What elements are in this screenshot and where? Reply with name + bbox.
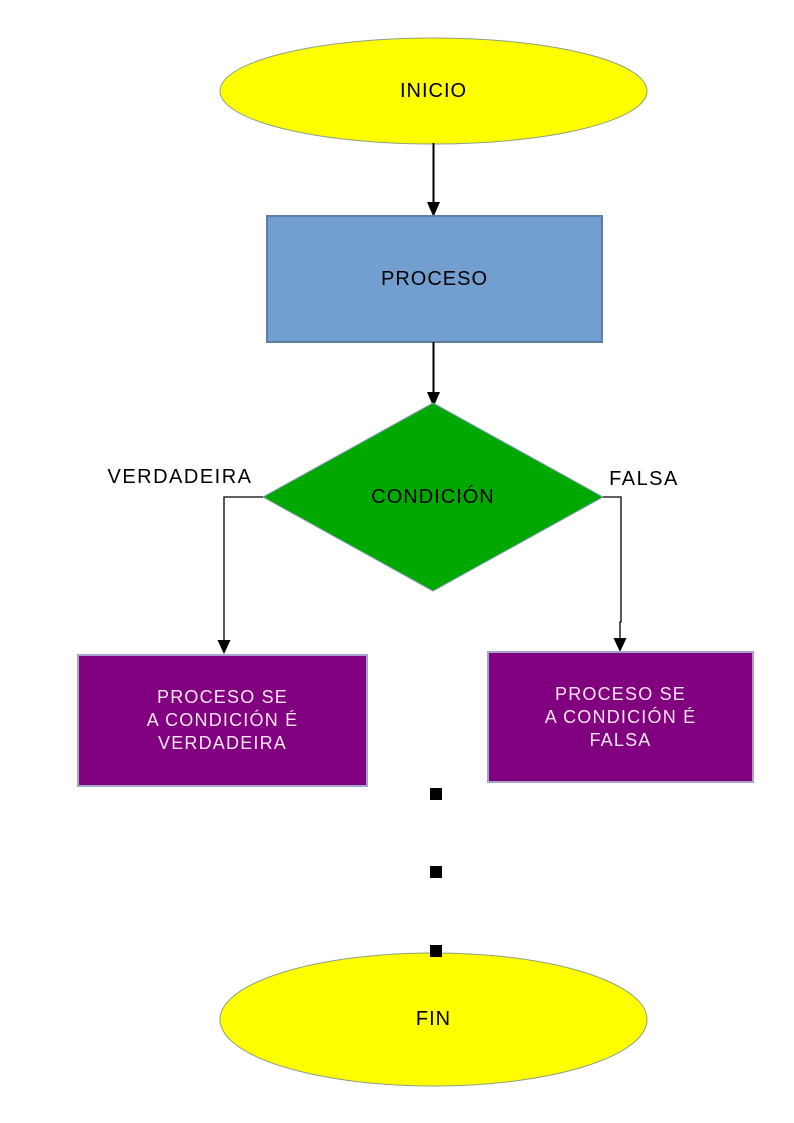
proceso-verdadeira-rect <box>77 654 368 787</box>
branch-label-verdadeira: VERDADEIRA <box>107 466 253 488</box>
condicion-diamond <box>261 402 605 592</box>
proceso-falsa-label-line1: PROCESO SE <box>554 683 687 704</box>
proceso-verdadeira-label-line2: A CONDICIÓN É <box>146 710 299 730</box>
proceso-verdadeira-label-line3: VERDADEIRA <box>157 733 288 753</box>
arrowhead-icon <box>613 638 627 652</box>
condicion-label: CONDICIÓN <box>371 485 495 508</box>
proceso-falsa-label-line3: FALSA <box>589 729 652 750</box>
proceso-verdadeira-label: PROCESO SE A CONDICIÓN É VERDADEIRA <box>78 655 367 786</box>
proceso-falsa-rect <box>487 651 754 783</box>
arrowhead-icon <box>427 202 440 217</box>
inicio-label: INICIO <box>399 79 468 102</box>
connector-false-branch <box>603 496 622 639</box>
proceso-falsa-label: PROCESO SE A CONDICIÓN É FALSA <box>488 652 753 782</box>
connector-true-branch <box>223 496 263 641</box>
dotted-connector-square <box>430 788 442 800</box>
dotted-connector-square <box>430 945 442 957</box>
proceso-label: PROCESO <box>380 267 489 290</box>
branch-label-falsa: FALSA <box>609 468 679 490</box>
arrowhead-icon <box>427 392 440 407</box>
proceso-rect <box>266 215 603 343</box>
arrowhead-icon <box>217 640 231 654</box>
proceso-verdadeira-label-line1: PROCESO SE <box>156 687 289 707</box>
fin-label: FIN <box>415 1008 452 1030</box>
dotted-connector-square <box>430 866 442 878</box>
proceso-falsa-label-line2: A CONDICIÓN É <box>544 706 697 727</box>
